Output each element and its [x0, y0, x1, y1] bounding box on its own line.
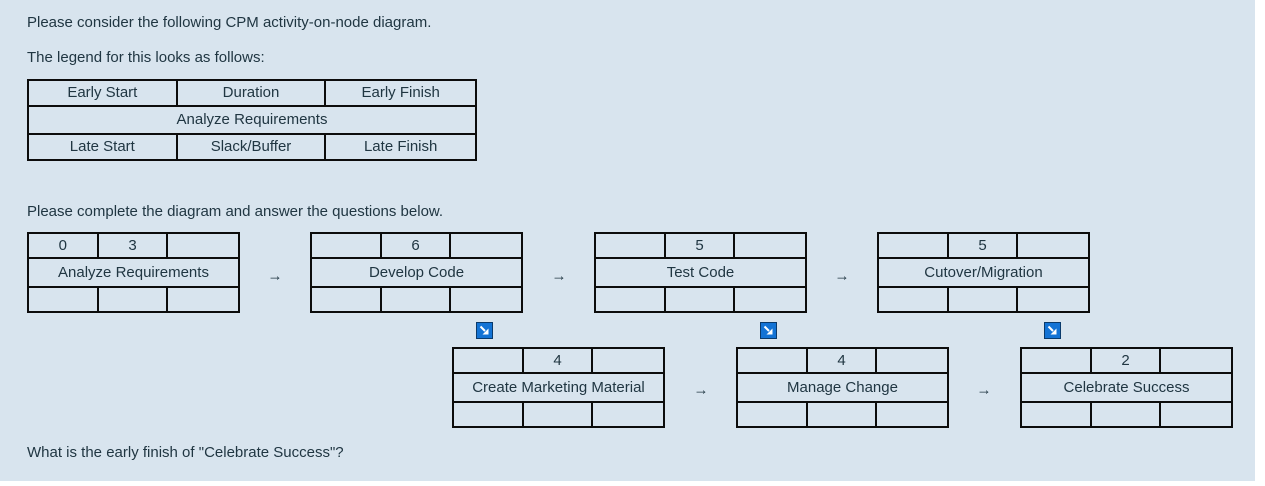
cell-late-finish	[593, 403, 663, 426]
cell-early-finish	[877, 349, 947, 372]
question-text: What is the early finish of "Celebrate S…	[27, 444, 344, 461]
node-test-code: 5 Test Code	[594, 232, 807, 313]
legend-early-start: Early Start	[29, 81, 178, 105]
legend-header-row: Early Start Duration Early Finish	[29, 81, 475, 105]
cell-duration: 2	[1092, 349, 1162, 372]
cell-activity-name: Test Code	[596, 257, 805, 288]
intro-text-line1: Please consider the following CPM activi…	[27, 14, 432, 31]
cell-duration: 5	[949, 234, 1019, 257]
cell-early-finish	[451, 234, 521, 257]
legend-footer-row: Late Start Slack/Buffer Late Finish	[29, 135, 475, 159]
cell-late-start	[738, 403, 808, 426]
dependency-link-icon[interactable]	[1044, 322, 1061, 339]
cell-late-start	[29, 288, 99, 311]
arrow-manage-to-celebrate: →	[976, 381, 992, 399]
arrow-marketing-to-manage: →	[693, 381, 709, 399]
cell-late-finish	[1161, 403, 1231, 426]
cell-slack	[666, 288, 736, 311]
cell-slack	[524, 403, 594, 426]
cell-late-finish	[1018, 288, 1088, 311]
cell-early-start	[596, 234, 666, 257]
cell-slack	[382, 288, 452, 311]
cell-late-finish	[451, 288, 521, 311]
node-cutover-migration: 5 Cutover/Migration	[877, 232, 1090, 313]
cell-early-start	[879, 234, 949, 257]
cell-slack	[808, 403, 878, 426]
arrow-analyze-to-develop: →	[267, 267, 283, 285]
down-right-arrow-icon	[479, 325, 489, 335]
cell-late-start	[312, 288, 382, 311]
cell-activity-name: Analyze Requirements	[29, 257, 238, 288]
dependency-link-icon[interactable]	[476, 322, 493, 339]
legend-slack-buffer: Slack/Buffer	[178, 135, 327, 159]
legend-late-start: Late Start	[29, 135, 178, 159]
legend-activity-name: Analyze Requirements	[29, 105, 475, 135]
cell-late-start	[1022, 403, 1092, 426]
cell-early-start	[312, 234, 382, 257]
cell-duration: 4	[808, 349, 878, 372]
legend-table: Early Start Duration Early Finish Analyz…	[27, 79, 477, 161]
cell-slack	[1092, 403, 1162, 426]
dependency-link-icon[interactable]	[760, 322, 777, 339]
node-celebrate-success: 2 Celebrate Success	[1020, 347, 1233, 428]
legend-duration: Duration	[178, 81, 327, 105]
cell-early-finish	[735, 234, 805, 257]
cell-duration: 3	[99, 234, 169, 257]
legend-late-finish: Late Finish	[363, 138, 438, 155]
node-analyze-requirements: 0 3 Analyze Requirements	[27, 232, 240, 313]
arrow-test-to-cutover: →	[834, 267, 850, 285]
cell-activity-name: Cutover/Migration	[879, 257, 1088, 288]
cell-early-finish	[168, 234, 238, 257]
cell-late-start	[454, 403, 524, 426]
cell-late-start	[596, 288, 666, 311]
cell-early-start: 0	[29, 234, 99, 257]
cell-early-finish	[1018, 234, 1088, 257]
cell-duration: 4	[524, 349, 594, 372]
cell-late-finish	[735, 288, 805, 311]
node-develop-code: 6 Develop Code	[310, 232, 523, 313]
cell-activity-name: Manage Change	[738, 372, 947, 403]
cell-activity-name: Celebrate Success	[1022, 372, 1231, 403]
cell-early-start	[454, 349, 524, 372]
arrow-develop-to-test: →	[551, 267, 567, 285]
cell-late-finish	[877, 403, 947, 426]
cell-late-start	[879, 288, 949, 311]
cell-late-finish	[168, 288, 238, 311]
cell-duration: 6	[382, 234, 452, 257]
cell-slack	[949, 288, 1019, 311]
cell-activity-name: Develop Code	[312, 257, 521, 288]
cell-early-finish	[1161, 349, 1231, 372]
down-right-arrow-icon	[1047, 325, 1057, 335]
intro-text-line2: The legend for this looks as follows:	[27, 49, 265, 66]
down-right-arrow-icon	[763, 325, 773, 335]
legend-early-finish: Early Finish	[361, 84, 440, 101]
cell-duration: 5	[666, 234, 736, 257]
instruction-text: Please complete the diagram and answer t…	[27, 203, 444, 220]
cell-early-start	[1022, 349, 1092, 372]
cell-early-finish	[593, 349, 663, 372]
node-create-marketing-material: 4 Create Marketing Material	[452, 347, 665, 428]
node-manage-change: 4 Manage Change	[736, 347, 949, 428]
cell-activity-name: Create Marketing Material	[454, 372, 663, 403]
cell-slack	[99, 288, 169, 311]
cell-early-start	[738, 349, 808, 372]
